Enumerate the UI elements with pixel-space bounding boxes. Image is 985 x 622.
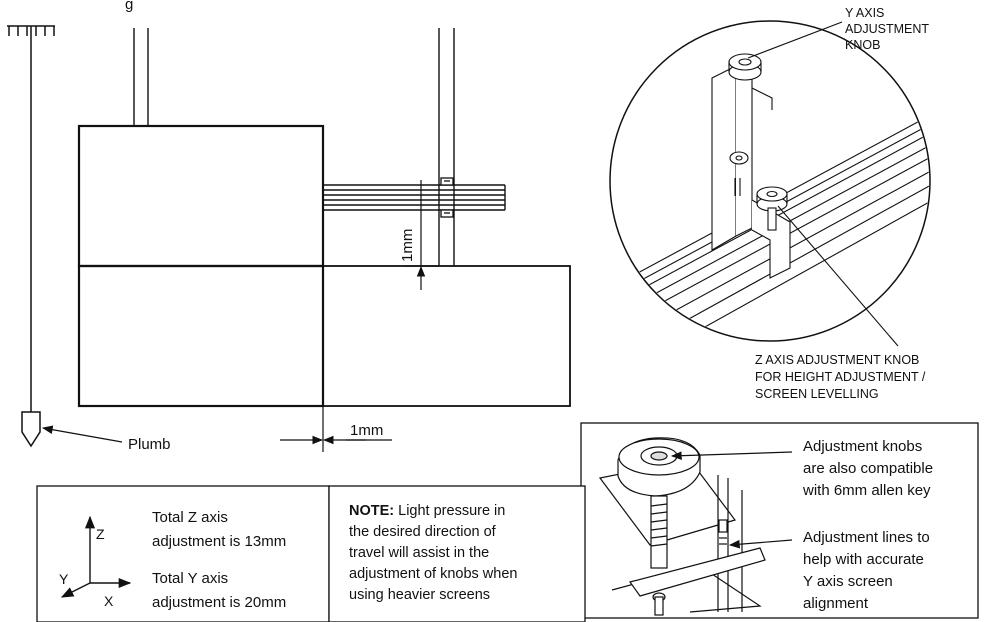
y-knob-leader: [747, 21, 843, 59]
axis-z-label: Z: [96, 526, 105, 542]
vertical-gap-label: 1mm: [399, 229, 416, 262]
y-knob-label: Y AXIS ADJUSTMENT KNOB: [845, 6, 932, 52]
axes-indicator: [60, 515, 132, 598]
z-total-text: Total Z axis adjustment is 13mm: [152, 509, 286, 550]
adjust-lines-pointer: [728, 539, 793, 549]
horizontal-gap-label: 1mm: [350, 422, 383, 439]
horizontal-gap-dimension: [280, 406, 392, 452]
note-box: [328, 485, 586, 622]
z-knob-leader: [777, 205, 899, 347]
knob-compat-label: Adjustment knobs are also compatible wit…: [802, 438, 937, 499]
screen-stack: [77, 124, 571, 408]
detail-circle: [609, 20, 931, 342]
note-heading: NOTE:: [349, 503, 394, 519]
plumb-pointer: [41, 425, 123, 443]
knob-compat-pointer: [670, 451, 793, 460]
note-text: NOTE: Light pressure in the desired dire…: [349, 503, 522, 603]
left-support-rods: [133, 28, 149, 126]
y-total-text: Total Y axis adjustment is 20mm: [152, 570, 286, 611]
plumb-bob: [21, 411, 41, 448]
bracket-rail: [323, 184, 506, 211]
z-knob-label: Z AXIS ADJUSTMENT KNOB FOR HEIGHT ADJUST…: [755, 353, 929, 401]
right-support-rods: [438, 28, 455, 266]
axes-info-box: [36, 485, 330, 622]
axis-x-label: X: [104, 593, 114, 609]
rail-clamps: [440, 177, 454, 218]
top-left-fragment: g: [125, 0, 133, 13]
plumb-label: Plumb: [128, 436, 171, 453]
vertical-gap-dimension: [404, 180, 438, 290]
adjust-lines-label: Adjustment lines to help with accurate Y…: [803, 529, 934, 612]
axis-y-label: Y: [59, 571, 69, 587]
